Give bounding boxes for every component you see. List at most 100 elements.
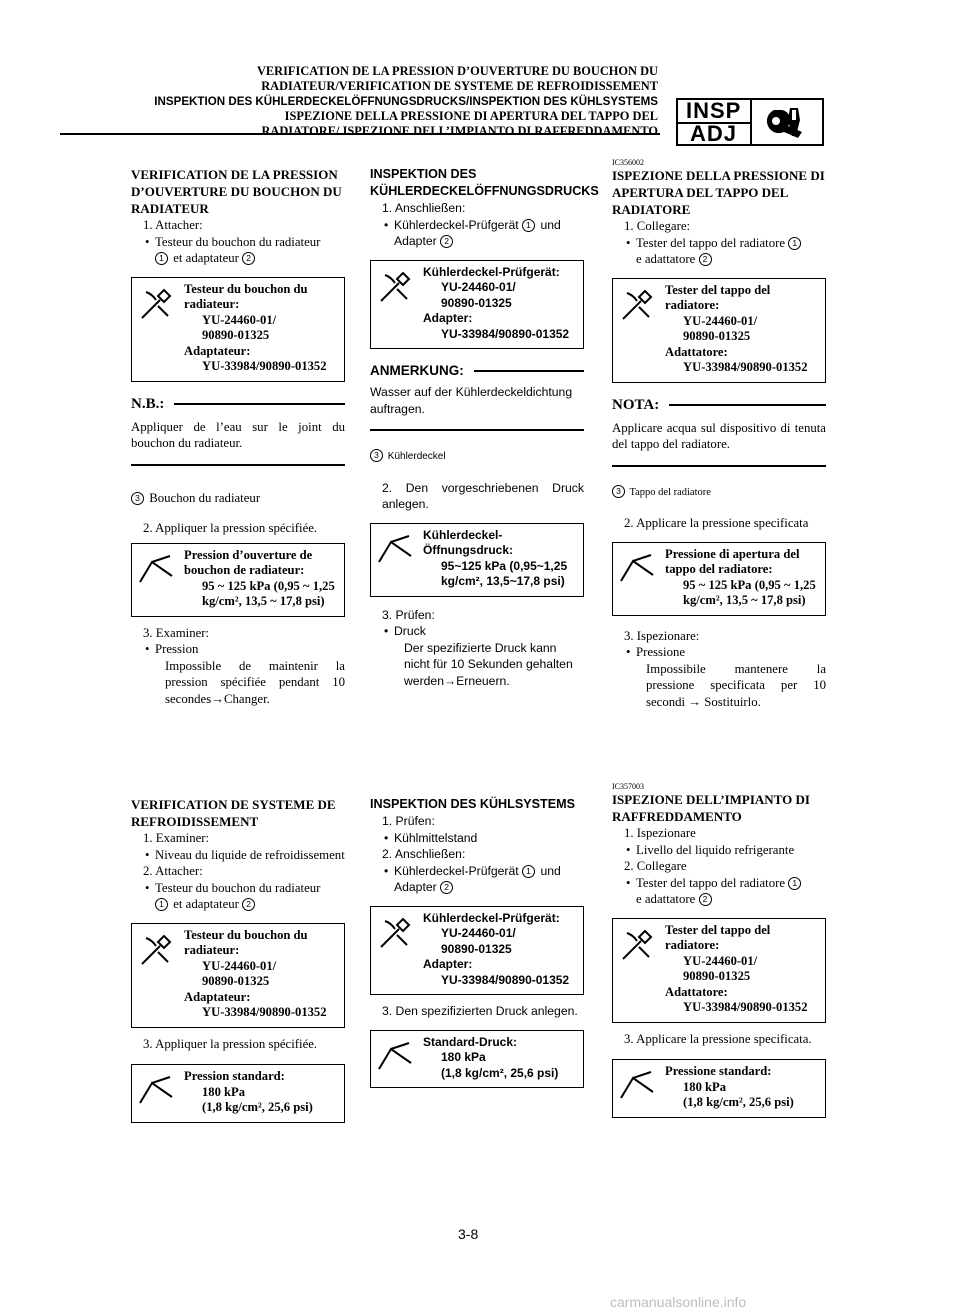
fr-s1-spec-value: 95 ~ 125 kPa (0,95 ~ 1,25 kg/cm², 13,5 ~… bbox=[202, 578, 335, 609]
fr-s1-tool-num3: YU-33984/90890-01352 bbox=[202, 359, 327, 373]
it-s2-tool-num2: 90890-01325 bbox=[683, 969, 751, 983]
de-s1-tool-num2: 90890-01325 bbox=[441, 295, 512, 310]
it-s2-bullet2: Tester del tappo del radiatore 1 bbox=[612, 875, 826, 892]
it-s2-code: IC357003 bbox=[612, 782, 644, 791]
it-s1-tool-num1: YU-24460-01/ bbox=[683, 313, 758, 328]
fr-s2-tool-box: Testeur du bouchon du radiateur: YU-2446… bbox=[131, 922, 345, 1028]
torque-pressure-icon bbox=[378, 1041, 412, 1070]
it-s1-tool-adapter: Adattatore: bbox=[665, 344, 728, 359]
fr-s1-bullet1-b: et adaptateur bbox=[173, 251, 239, 265]
fr-s2-bullet2-cont: 1 et adaptateur 2 bbox=[131, 896, 345, 913]
it-s2-tool-num1: YU-24460-01/ bbox=[683, 953, 758, 968]
fr-s1-tool-box: Testeur du bouchon du radiateur: YU-2446… bbox=[131, 276, 345, 382]
fr-s1-title: VERIFICATION DE LA PRESSION D’OUVERTURE … bbox=[131, 167, 342, 216]
fr-s2-step1: 1. Examiner: bbox=[143, 831, 210, 845]
it-s1-spec-name: Pressione di apertura del tappo del radi… bbox=[665, 546, 800, 577]
de-s1-tool-adapter: Adapter: bbox=[423, 311, 473, 325]
page-header: VERIFICATION DE LA PRESSION D’OUVERTURE … bbox=[60, 64, 658, 139]
watermark: carmanualsonline.info bbox=[610, 1294, 747, 1310]
column-french: VERIFICATION DE LA PRESSION D’OUVERTURE … bbox=[131, 166, 345, 707]
it-s1-spec-box: Pressione di apertura del tappo del radi… bbox=[612, 541, 826, 616]
fr-s1-note-header: N.B.: bbox=[131, 396, 345, 413]
fr-s1-bullet1-text: Testeur du bouchon du radiateur bbox=[155, 234, 321, 249]
it-s1-step1: 1. Collegare: bbox=[624, 219, 691, 233]
it-s2-spec-value2: (1,8 kg/cm², 25,6 psi) bbox=[683, 1095, 794, 1109]
it-s1-bullet1-cont: e adattatore 2 bbox=[612, 251, 826, 268]
de-s2-bullet1: Kühlmittelstand bbox=[370, 830, 584, 847]
it-s1-legend: 3 Tappo del radiatore bbox=[612, 484, 826, 502]
de-s1-adapter: Adapter bbox=[394, 234, 437, 248]
special-tool-icon bbox=[622, 289, 653, 320]
de-s2-tool-num2: 90890-01325 bbox=[441, 941, 512, 956]
de-s1-bullet1-text: Kühlerdeckel-Prüfgerät bbox=[394, 217, 519, 232]
it-s2-tool-box: Tester del tappo del radiatore: YU-24460… bbox=[612, 917, 826, 1023]
marker-2: 2 bbox=[242, 252, 256, 265]
de-s1-note-end-rule bbox=[370, 429, 584, 431]
column-italian: IC356002 ISPEZIONE DELLA PRESSIONE DI AP… bbox=[612, 158, 826, 710]
marker-2: 2 bbox=[242, 898, 256, 911]
special-tool-icon bbox=[380, 271, 411, 302]
de-s2-step1: 1. Prüfen: bbox=[382, 814, 435, 828]
it-s2-step3: 3. Applicare la pressione specificata. bbox=[624, 1031, 812, 1046]
it-s1-bullet1: Tester del tappo del radiatore 1 bbox=[612, 235, 826, 252]
fr-s1-bullet1-cont: 1 et adaptateur 2 bbox=[131, 250, 345, 267]
it-s2-spec-box: Pressione standard: 180 kPa (1,8 kg/cm²,… bbox=[612, 1059, 826, 1118]
it-s2-title: ISPEZIONE DELL’IMPIANTO DI RAFFREDDAMENT… bbox=[612, 792, 810, 824]
fr-s2-title: VERIFICATION DE SYSTEME DE REFROIDISSEME… bbox=[131, 797, 336, 829]
it-s2-step1: 1. Ispezionare bbox=[624, 826, 696, 840]
marker-1: 1 bbox=[788, 236, 802, 250]
special-tool-icon bbox=[141, 288, 172, 319]
fr-s2-bullet1: Niveau du liquide de refroidissement bbox=[131, 847, 345, 864]
it-s1-bullet3: Pressione bbox=[612, 644, 826, 661]
torque-pressure-icon bbox=[139, 1076, 173, 1104]
de-s1-und: und bbox=[540, 217, 561, 232]
badge-adj-label: ADJ bbox=[690, 121, 738, 146]
fr-s2-step2: 2. Attacher: bbox=[143, 864, 203, 878]
fr-s1-note: Appliquer de l’eau sur le joint du bouch… bbox=[131, 419, 345, 451]
column-german-2: INSPEKTION DES KÜHLSYSTEMS 1. Prüfen: Kü… bbox=[370, 796, 584, 1096]
de-s1-bullet1: Kühlerdeckel-Prüfgerät 1 und bbox=[370, 217, 584, 234]
marker-1: 1 bbox=[522, 218, 536, 232]
de-s2-spec-value1: 180 kPa bbox=[441, 1050, 486, 1064]
it-s1-tool-box: Tester del tappo del radiatore: YU-24460… bbox=[612, 277, 826, 383]
de-s1-note: Wasser auf der Kühlerdeckeldichtung auft… bbox=[370, 385, 573, 416]
badge-insp-label: INSP bbox=[686, 98, 742, 123]
fr-s1-legend: 3 Bouchon du radiateur bbox=[131, 490, 345, 507]
de-s2-und: und bbox=[540, 863, 561, 878]
de-s2-spec-value2: (1,8 kg/cm², 25,6 psi) bbox=[441, 1065, 559, 1080]
de-s2-step3: 3. Den spezifizierten Druck anlegen. bbox=[382, 1004, 578, 1018]
fr-s1-bullet1: Testeur du bouchon du radiateur bbox=[131, 234, 345, 251]
marker-3: 3 bbox=[370, 449, 383, 462]
it-s1-note: Applicare acqua sul dispositivo di tenut… bbox=[612, 420, 826, 452]
de-s1-spec-box: Kühlerdeckel-Öffnungsdruck: 95~125 kPa (… bbox=[370, 522, 584, 597]
fr-s2-spec-box: Pression standard: 180 kPa (1,8 kg/cm², … bbox=[131, 1064, 345, 1123]
de-s2-bullet2-text: Kühlerdeckel-Prüfgerät bbox=[394, 863, 519, 878]
fr-s1-tool-num1: YU-24460-01/ bbox=[202, 312, 277, 327]
de-s1-legend-text: Kühlerdeckel bbox=[387, 451, 446, 462]
it-s1-note-header: NOTA: bbox=[612, 397, 826, 414]
de-s1-legend: 3 Kühlerdeckel bbox=[370, 449, 584, 466]
de-s2-tool-box: Kühlerdeckel-Prüfgerät: YU-24460-01/ 908… bbox=[370, 905, 584, 995]
it-s1-tool-num2: 90890-01325 bbox=[683, 329, 751, 343]
it-s2-bullet1: Livello del liquido refrigerante bbox=[612, 842, 826, 859]
it-s1-step2: 2. Applicare la pressione specificata bbox=[624, 516, 809, 530]
fr-s2-spec-value1: 180 kPa bbox=[202, 1084, 246, 1099]
de-s2-bullet2-cont: Adapter 2 bbox=[370, 879, 584, 896]
de-s2-tool-num3: YU-33984/90890-01352 bbox=[441, 972, 570, 987]
it-s2-bullet2-cont: e adattatore 2 bbox=[612, 891, 826, 908]
column-italian-2: IC357003 ISPEZIONE DELL’IMPIANTO DI RAFF… bbox=[612, 782, 826, 1126]
marker-3: 3 bbox=[131, 491, 144, 505]
de-s1-spec-name: Kühlerdeckel-Öffnungsdruck: bbox=[423, 527, 513, 558]
fr-s1-note-end-rule bbox=[131, 463, 345, 466]
fr-s1-tool-num2: 90890-01325 bbox=[202, 328, 270, 342]
it-s1-note-end-rule bbox=[612, 464, 826, 467]
de-s2-spec-name: Standard-Druck: bbox=[423, 1034, 518, 1049]
it-s1-step3: 3. Ispezionare: bbox=[624, 628, 700, 643]
it-s1-spec-value: 95 ~ 125 kPa (0,95 ~ 1,25 kg/cm², 13,5 ~… bbox=[683, 577, 816, 608]
fr-s1-spec-box: Pression d’ouverture de bouchon de radia… bbox=[131, 542, 345, 617]
fr-s2-tool-name: Testeur du bouchon du radiateur: bbox=[184, 927, 308, 958]
column-german: INSPEKTION DES KÜHLERDECKELÖFFNUNGSDRUCK… bbox=[370, 166, 599, 689]
marker-2: 2 bbox=[440, 235, 454, 248]
torque-pressure-icon bbox=[620, 553, 654, 582]
header-line-4: ISPEZIONE DELLA PRESSIONE DI APERTURA DE… bbox=[284, 109, 658, 123]
